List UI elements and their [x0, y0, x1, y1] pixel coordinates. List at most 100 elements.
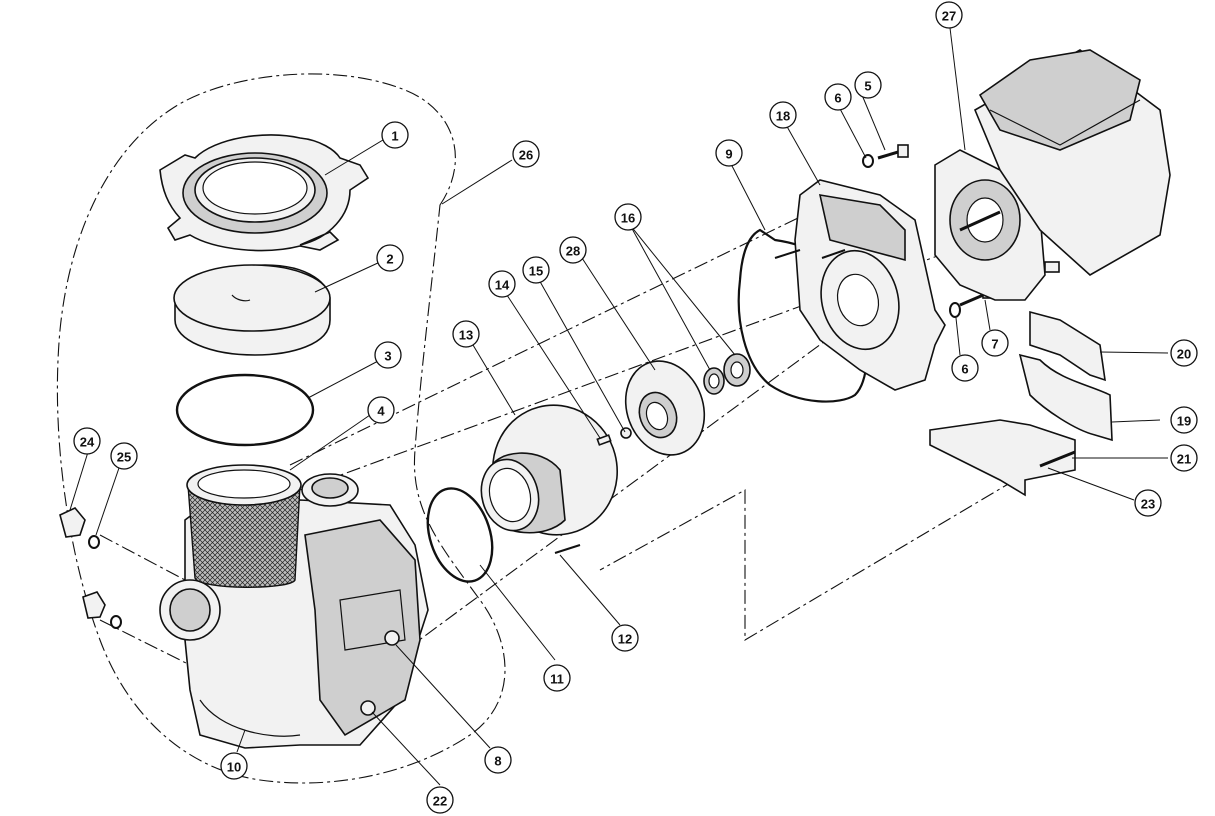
callout-circle [1170, 444, 1198, 472]
callout-28: 28 [559, 236, 587, 264]
diffuser-screw-part [554, 544, 581, 554]
drain-plug-part [59, 507, 122, 629]
callout-circle [220, 752, 248, 780]
lid-part [173, 264, 331, 356]
callout-label: 8 [494, 754, 501, 769]
housing-group-boundary [56, 73, 506, 784]
callout-9: 9 [715, 139, 743, 167]
callout-label: 4 [377, 404, 385, 419]
callout-label: 12 [618, 632, 632, 647]
callout-18: 18 [769, 101, 797, 129]
callout-6: 6 [824, 83, 852, 111]
axis-line-drain-2 [99, 619, 191, 666]
support-clip-part [1029, 310, 1106, 382]
callout-circle [73, 427, 101, 455]
callout-circle [614, 203, 642, 231]
callout-16: 16 [614, 203, 642, 231]
callout-12: 12 [611, 624, 639, 652]
callout-circle [1170, 339, 1198, 367]
callout-circle [374, 341, 402, 369]
clamp-ring-part [159, 134, 370, 252]
callout-label: 19 [1177, 414, 1191, 429]
callout-label: 25 [117, 450, 131, 465]
callout-27: 27 [935, 1, 963, 29]
callout-23: 23 [1134, 489, 1162, 517]
callout-label: 24 [80, 435, 95, 450]
callout-circle [512, 140, 540, 168]
axis-line-drain-1 [99, 534, 186, 581]
callout-label: 15 [529, 264, 543, 279]
leader-lines [69, 27, 1169, 786]
impeller-screw-part [596, 434, 612, 446]
callout-label: 16 [621, 211, 635, 226]
callout-15: 15 [522, 256, 550, 284]
callout-25: 25 [110, 442, 138, 470]
callout-3: 3 [374, 341, 402, 369]
callout-label: 2 [386, 252, 393, 267]
callout-circle [376, 244, 404, 272]
callout-circle [452, 320, 480, 348]
callout-label: 10 [227, 760, 241, 775]
callout-circle [824, 83, 852, 111]
lid-o-ring-part [175, 373, 315, 447]
diffuser-part [480, 404, 619, 536]
callout-label: 11 [550, 672, 564, 687]
callout-circle [951, 354, 979, 382]
callout-20: 20 [1170, 339, 1198, 367]
base-part [929, 419, 1076, 497]
callout-24: 24 [73, 427, 101, 455]
callout-label: 3 [384, 349, 391, 364]
callout-circle [1170, 406, 1198, 434]
callout-circle [367, 396, 395, 424]
callout-label: 27 [942, 9, 956, 24]
callout-circle [935, 1, 963, 29]
callout-circle [715, 139, 743, 167]
callout-label: 6 [834, 91, 841, 106]
callout-7: 7 [981, 329, 1009, 357]
impeller-part [624, 360, 706, 456]
callout-6: 6 [951, 354, 979, 382]
callout-circle [769, 101, 797, 129]
callout-label: 14 [495, 278, 510, 293]
callout-label: 1 [391, 129, 398, 144]
callout-8: 8 [484, 746, 512, 774]
callout-10: 10 [220, 752, 248, 780]
callout-circle [426, 786, 454, 814]
callout-label: 9 [725, 147, 732, 162]
seal-plate-part [774, 179, 946, 391]
callout-label: 21 [1177, 452, 1191, 467]
callout-label: 20 [1177, 347, 1191, 362]
callout-1: 1 [381, 121, 409, 149]
callout-circle [488, 270, 516, 298]
callout-label: 6 [961, 362, 968, 377]
callout-label: 13 [459, 328, 473, 343]
pump-housing-part [159, 464, 429, 749]
base-screw-part [1039, 450, 1076, 468]
callout-label: 28 [566, 244, 580, 259]
callout-label: 7 [991, 337, 998, 352]
callout-label: 23 [1141, 497, 1155, 512]
callout-circle [543, 664, 571, 692]
callout-label: 18 [776, 109, 790, 124]
callout-14: 14 [488, 270, 516, 298]
callout-circle [522, 256, 550, 284]
callout-circle [559, 236, 587, 264]
callout-circle [1134, 489, 1162, 517]
strainer-basket-part [187, 484, 301, 588]
callout-layer: 1234566789101112131415161819202122232425… [73, 1, 1198, 814]
callout-circle [110, 442, 138, 470]
diffuser-o-ring-part [426, 487, 494, 583]
callout-label: 22 [433, 794, 447, 809]
callout-13: 13 [452, 320, 480, 348]
callout-circle [981, 329, 1009, 357]
callout-5: 5 [854, 71, 882, 99]
callout-19: 19 [1170, 406, 1198, 434]
callout-circle [611, 624, 639, 652]
callout-11: 11 [543, 664, 571, 692]
motor-part [934, 49, 1171, 301]
callout-21: 21 [1170, 444, 1198, 472]
shaft-seal-part [703, 353, 751, 395]
callout-2: 2 [376, 244, 404, 272]
callout-4: 4 [367, 396, 395, 424]
